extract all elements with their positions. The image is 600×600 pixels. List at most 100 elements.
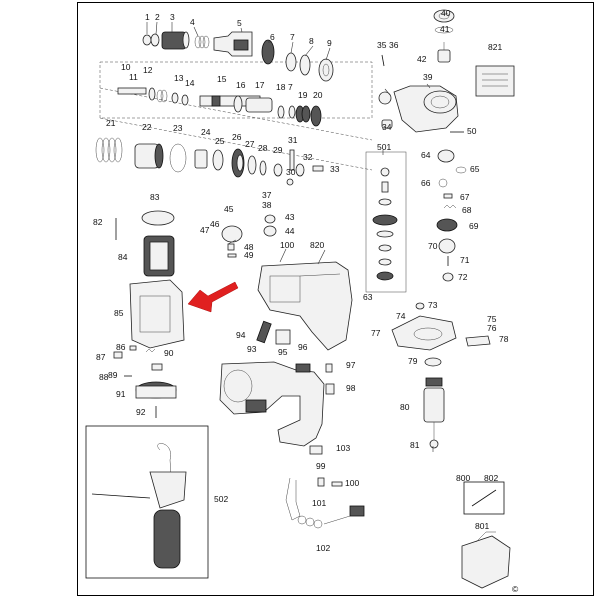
assembly-guide-line (99, 117, 373, 171)
part-502-outline (85, 425, 209, 579)
part-number-label: 4 (190, 17, 195, 27)
part-number-label: 44 (285, 226, 295, 236)
part-number-label: 20 (313, 90, 323, 100)
part-1-ring (142, 34, 152, 46)
part-number-label: 45 (224, 204, 234, 214)
part-88-holder (151, 363, 163, 371)
part-29-washer (273, 163, 283, 177)
part-21-spring (95, 137, 123, 163)
part-49-pin (227, 253, 237, 258)
part-67-pin (443, 193, 453, 199)
part-94-switch (256, 320, 272, 344)
part-number-label: 93 (247, 344, 257, 354)
part-number-label: 83 (150, 192, 160, 202)
part-number-label: 98 (346, 383, 356, 393)
part-33-bolt (312, 165, 324, 172)
part-number-label: 78 (499, 334, 509, 344)
part-number-label: 22 (142, 122, 152, 132)
part-number-label: 80 (400, 402, 410, 412)
part-number-label: 86 (116, 342, 126, 352)
part-41-oring (434, 26, 454, 34)
part-number-label: 69 (469, 221, 479, 231)
part-73-bushing (415, 302, 425, 310)
part-83-ring (141, 210, 175, 226)
part-number-label: 7 (290, 32, 295, 42)
part-48-spring (227, 243, 235, 251)
part-23-oring (169, 143, 187, 173)
part-17-tube (245, 97, 273, 113)
part-number-label: 7 (288, 82, 293, 92)
part-91-end-cap (135, 381, 177, 399)
part-number-label: 82 (93, 217, 103, 227)
part-81-bearing (429, 439, 439, 449)
part-number-label: 30 (286, 167, 296, 177)
part-3-chuck-sleeve (161, 31, 190, 50)
part-number-label: 13 (174, 73, 184, 83)
part-24-piston (194, 149, 208, 169)
part-72-ring (442, 272, 454, 282)
part-43-bushing (264, 214, 276, 224)
part-number-label: 38 (262, 200, 272, 210)
part-65-clip (455, 166, 467, 174)
part-number-label: 17 (255, 80, 265, 90)
part-number-label: 46 (210, 219, 220, 229)
part-number-label: 33 (330, 164, 340, 174)
part-16-ring (233, 95, 243, 113)
part-number-label: 49 (244, 250, 254, 260)
part-number-label: 73 (428, 300, 438, 310)
part-number-label: 75 (487, 314, 497, 324)
part-99-clip (317, 477, 325, 487)
part-number-label: 800 (456, 473, 470, 483)
part-40-knob (433, 9, 455, 23)
part-number-label: 3 (170, 12, 175, 22)
part-number-label: 26 (232, 132, 242, 142)
part-9-cap (318, 58, 334, 82)
part-5-chuck-body (213, 31, 253, 57)
part-number-label: 79 (408, 356, 418, 366)
part-96-button (295, 363, 311, 373)
part-number-label: 21 (106, 118, 116, 128)
part-number-label: 66 (421, 178, 431, 188)
part-number-label: 101 (312, 498, 326, 508)
part-number-label: 103 (336, 443, 350, 453)
part-7b-seal (288, 105, 296, 119)
part-26-gear (231, 148, 245, 178)
part-number-label: 50 (467, 126, 477, 136)
part-number-label: 76 (487, 323, 497, 333)
part-14-ring (181, 94, 189, 106)
part-97-cap (325, 363, 333, 373)
part-11-washer (148, 87, 156, 101)
part-number-label: 87 (96, 352, 106, 362)
part-95-trigger (275, 329, 291, 345)
part-39-gearbox-housing (378, 85, 459, 133)
part-70-bearing (438, 238, 456, 254)
part-number-label: 47 (200, 225, 210, 235)
part-77-plate (391, 315, 457, 351)
part-number-label: 802 (484, 473, 498, 483)
part-number-label: 36 (389, 40, 399, 50)
part-66-clip (438, 178, 448, 188)
chuck-assembly-outline (99, 61, 373, 119)
part-number-label: 27 (245, 139, 255, 149)
part-68-spring (443, 204, 457, 209)
leader-lines (146, 21, 434, 452)
part-number-label: 821 (488, 42, 502, 52)
part-30-pin (286, 178, 294, 186)
part-number-label: 90 (164, 348, 174, 358)
part-13-ring (171, 92, 179, 104)
part-8-ring (299, 54, 311, 76)
part-84-stator (143, 235, 175, 277)
part-25-ring (212, 149, 224, 171)
part-number-label: 15 (217, 74, 227, 84)
part-number-label: 8 (309, 36, 314, 46)
part-number-label: 102 (316, 543, 330, 553)
part-103-label (309, 445, 323, 455)
part-number-label: 25 (215, 136, 225, 146)
copyright-mark: © (512, 584, 519, 594)
part-number-label: 77 (371, 328, 381, 338)
part-number-label: 70 (428, 241, 438, 251)
part-number-label: 95 (278, 347, 288, 357)
part-number-label: 88 (99, 372, 109, 382)
part-number-label: 1 (145, 12, 150, 22)
